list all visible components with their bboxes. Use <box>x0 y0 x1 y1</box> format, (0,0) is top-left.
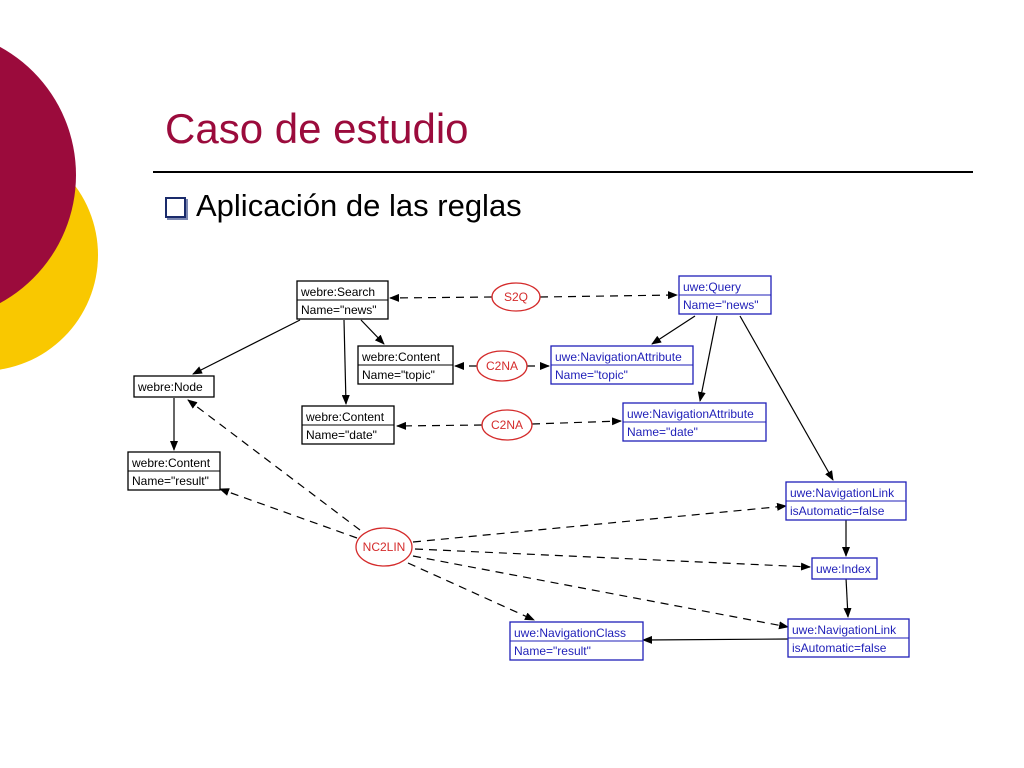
node-uwe-navlink-1: uwe:NavigationLink isAutomatic=false <box>785 481 907 521</box>
node-attribute: Name="result" <box>514 644 591 658</box>
title-underline <box>153 171 973 173</box>
node-label: uwe:NavigationAttribute <box>555 350 682 364</box>
crimson-circle <box>0 46 76 304</box>
node-label: webre:Content <box>131 456 211 470</box>
edge-navlink-2-navclass <box>642 635 789 644</box>
rule-label: NC2LIN <box>363 540 406 554</box>
node-webre-node: webre:Node <box>133 375 215 398</box>
edge-c2na-date-navattr <box>531 417 622 426</box>
bullet-text: Aplicación de las reglas <box>196 188 522 223</box>
node-attribute: Name="topic" <box>555 368 628 382</box>
node-label: uwe:NavigationLink <box>792 623 897 637</box>
rule-label: C2NA <box>491 418 523 432</box>
checkbox-bullet-icon <box>165 196 186 218</box>
node-label: uwe:Query <box>683 280 741 294</box>
rule-c2na-date: C2NA <box>481 409 533 441</box>
node-webre-search: webre:Search Name="news" <box>296 280 389 320</box>
node-webre-content-topic: webre:Content Name="topic" <box>357 345 454 385</box>
edge-search-content-topic <box>360 319 385 345</box>
slide-title: Caso de estudio <box>165 105 469 152</box>
node-label: uwe:Index <box>816 562 871 576</box>
edge-query-navlink-1 <box>739 315 834 481</box>
node-label: webre:Content <box>305 410 385 424</box>
edge-search-content-date <box>341 319 350 405</box>
node-uwe-navattr-topic: uwe:NavigationAttribute Name="topic" <box>550 345 694 385</box>
node-attribute: Name="result" <box>132 474 209 488</box>
node-uwe-query: uwe:Query Name="news" <box>678 275 772 315</box>
rule-mapping-edges <box>187 291 811 630</box>
edge-query-navattr-date <box>697 315 718 402</box>
node-uwe-index: uwe:Index <box>811 557 878 580</box>
rule-label: S2Q <box>504 290 528 304</box>
edge-index-navlink-2 <box>843 577 852 618</box>
edge-nc2lin-node <box>187 399 361 531</box>
node-label: uwe:NavigationLink <box>790 486 895 500</box>
node-webre-content-result: webre:Content Name="result" <box>127 451 221 491</box>
rule-label: C2NA <box>486 359 518 373</box>
node-label: webre:Node <box>137 380 203 394</box>
edge-nc2lin-navclass <box>407 562 535 621</box>
node-attribute: Name="news" <box>301 303 377 317</box>
node-attribute: Name="date" <box>627 425 698 439</box>
node-uwe-navclass: uwe:NavigationClass Name="result" <box>509 621 644 661</box>
edge-nc2lin-index <box>414 548 811 571</box>
rule-nc2lin: NC2LIN <box>355 527 413 567</box>
node-label: uwe:NavigationClass <box>514 626 626 640</box>
node-uwe-navlink-2: uwe:NavigationLink isAutomatic=false <box>787 618 910 658</box>
rule-s2q: S2Q <box>491 282 541 312</box>
edge-nc2lin-content-result <box>219 488 358 539</box>
bullet-item: Aplicación de las reglas <box>165 188 522 224</box>
edge-query-navattr-topic <box>651 315 696 345</box>
edge-s2q-query <box>539 291 678 300</box>
node-attribute: isAutomatic=false <box>790 504 885 518</box>
node-attribute: Name="topic" <box>362 368 435 382</box>
node-label: webre:Content <box>361 350 441 364</box>
node-label: uwe:NavigationAttribute <box>627 407 754 421</box>
node-attribute: isAutomatic=false <box>792 641 887 655</box>
edge-nc2lin-navlink-2 <box>412 555 789 630</box>
node-uwe-navattr-date: uwe:NavigationAttribute Name="date" <box>622 402 767 442</box>
edge-s2q-search <box>389 293 493 302</box>
rule-c2na-topic: C2NA <box>476 350 528 382</box>
slide-decoration <box>0 46 98 370</box>
node-webre-content-date: webre:Content Name="date" <box>301 405 395 445</box>
node-attribute: Name="date" <box>306 428 377 442</box>
edge-c2na-date-content <box>396 421 483 430</box>
node-label: webre:Search <box>300 285 375 299</box>
edge-nc2lin-navlink-1 <box>412 502 787 543</box>
node-attribute: Name="news" <box>683 298 759 312</box>
structural-edges <box>170 315 852 644</box>
edge-search-node <box>192 319 301 375</box>
